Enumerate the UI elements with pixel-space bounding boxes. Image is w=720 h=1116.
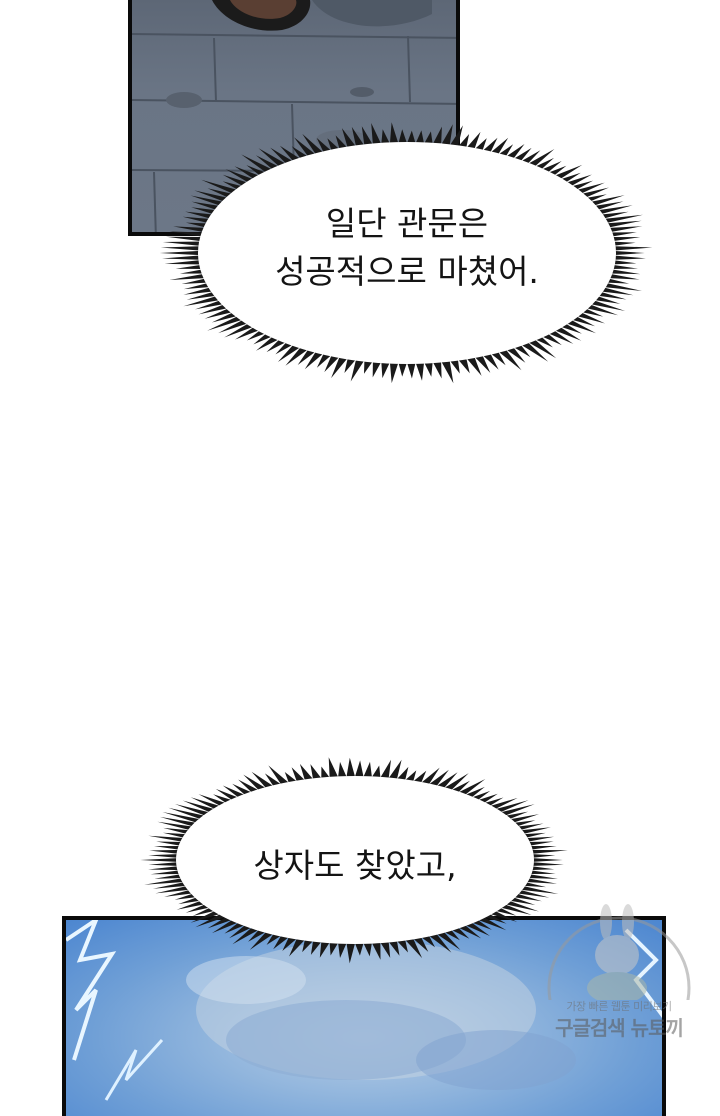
site-watermark: 가장 빠른 웹툰 미리보기 구글검색 뉴토끼 [544,900,694,1080]
watermark-tagline: 가장 빠른 웹툰 미리보기 [566,1000,672,1013]
bubble-fill [198,142,616,364]
spiky-bubble-outline [140,757,568,964]
spiky-bubble-outline [159,122,653,384]
bubble-2-text: 상자도 찾았고, [253,846,457,885]
watermark-site-name: 구글검색 뉴토끼 [555,1016,684,1040]
comic-panel-bottom [62,916,666,1116]
speech-bubble-1: 일단 관문은 성공적으로 마쳤어. [159,122,653,384]
energy-glow-art [66,920,662,1101]
bubble-1-text: 일단 관문은 성공적으로 마쳤어. [275,204,539,291]
bubble-fill [176,776,534,944]
speech-bubble-2: 상자도 찾았고, [140,757,568,964]
rabbit-mascot-icon [547,904,691,1060]
